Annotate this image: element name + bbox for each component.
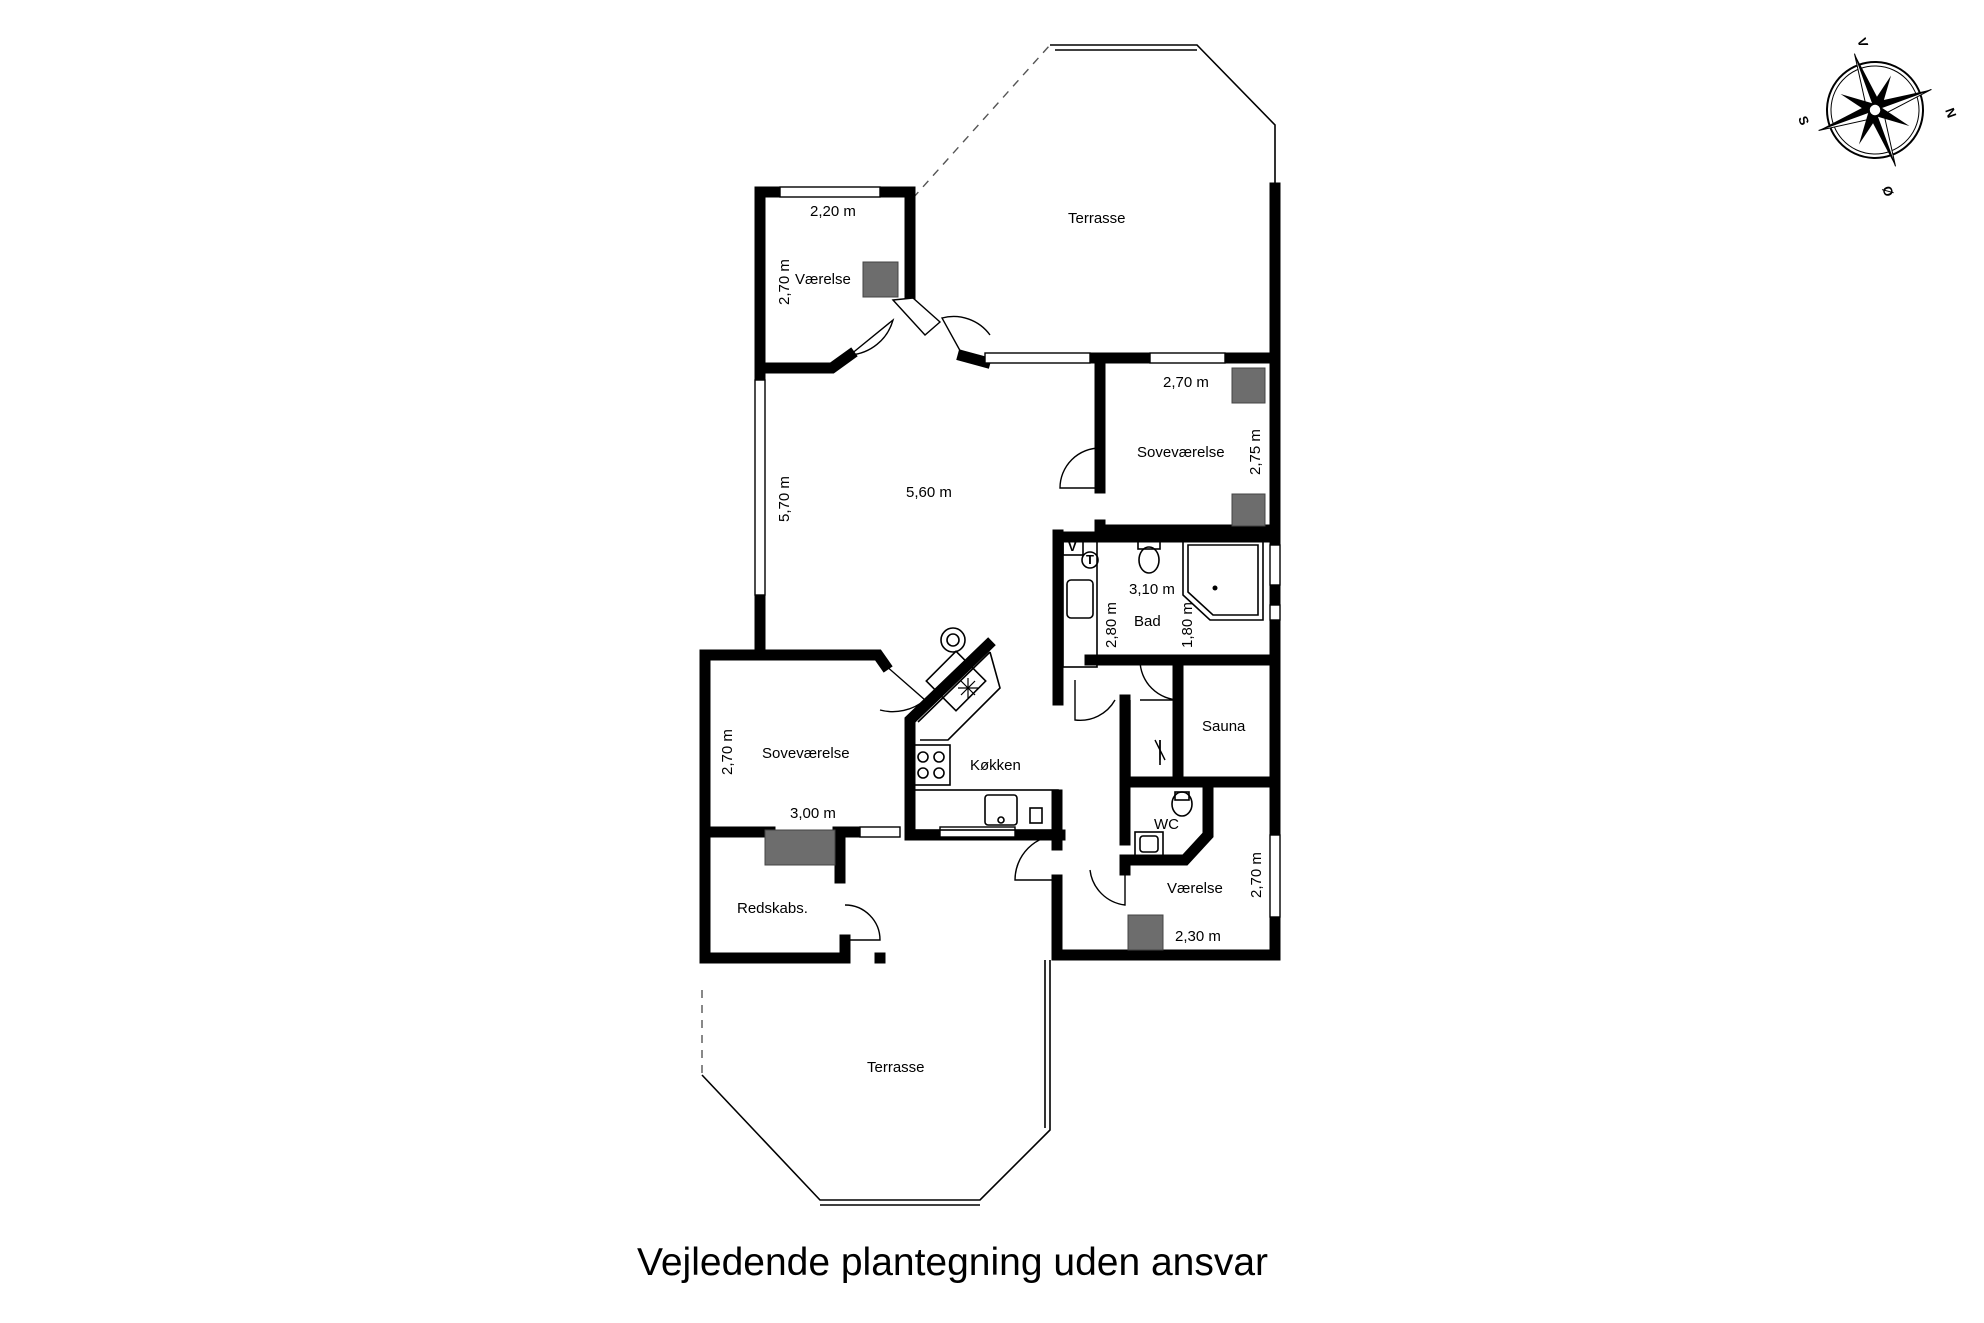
room-sauna: Sauna [1202,718,1246,735]
compass-east: Ø [1879,184,1897,199]
room-koekken: Køkken [970,757,1021,774]
fixtures: V T [911,536,1264,857]
room-wc: WC [1154,816,1179,833]
dim-bad-w: 3,10 m [1129,581,1175,598]
compass-south: S [1795,114,1812,128]
room-terrasse-bottom: Terrasse [867,1059,925,1076]
dim-living-w: 5,60 m [906,484,952,501]
dimension-labels: 2,20 m 2,70 m 2,70 m 2,75 m 5,60 m 5,70 … [719,203,1265,945]
compass-north: N [1942,106,1959,120]
dim-sovevaerelse-right-h: 2,75 m [1247,429,1264,475]
doors [844,315,1181,941]
washer-label: V [1068,539,1077,554]
dim-vaerelse-top-w: 2,20 m [810,203,856,220]
grey-blocks [764,261,1266,951]
room-bad: Bad [1134,613,1161,630]
dim-sovevaerelse-left-h: 2,70 m [719,729,736,775]
dim-vaerelse-bottom-h: 2,70 m [1248,852,1265,898]
dim-vaerelse-bottom-w: 2,30 m [1175,928,1221,945]
dim-sovevaerelse-left-w: 3,00 m [790,805,836,822]
terrace-top-outline [912,44,1276,199]
windows [754,186,1281,918]
room-labels: Terrasse Værelse Soveværelse Bad Sauna W… [737,210,1246,1076]
room-sovevaerelse-left: Soveværelse [762,745,850,762]
dim-sovevaerelse-right-w: 2,70 m [1163,374,1209,391]
room-terrasse-top: Terrasse [1068,210,1126,227]
room-redskabs: Redskabs. [737,900,808,917]
room-vaerelse-top: Værelse [795,271,851,288]
dim-living-h: 5,70 m [776,476,793,522]
plan-caption: Vejledende plantegning uden ansvar [637,1241,1268,1284]
terrace-bottom-outline [701,960,1051,1206]
room-sovevaerelse-right: Soveværelse [1137,444,1225,461]
dim-bad-h2: 1,80 m [1179,602,1196,648]
dim-vaerelse-top-h: 2,70 m [776,259,793,305]
compass-rose [1818,53,1932,167]
dim-bad-h1: 2,80 m [1103,602,1120,648]
room-vaerelse-bottom: Værelse [1167,880,1223,897]
compass-west: V [1854,36,1871,50]
dryer-label: T [1086,552,1094,567]
